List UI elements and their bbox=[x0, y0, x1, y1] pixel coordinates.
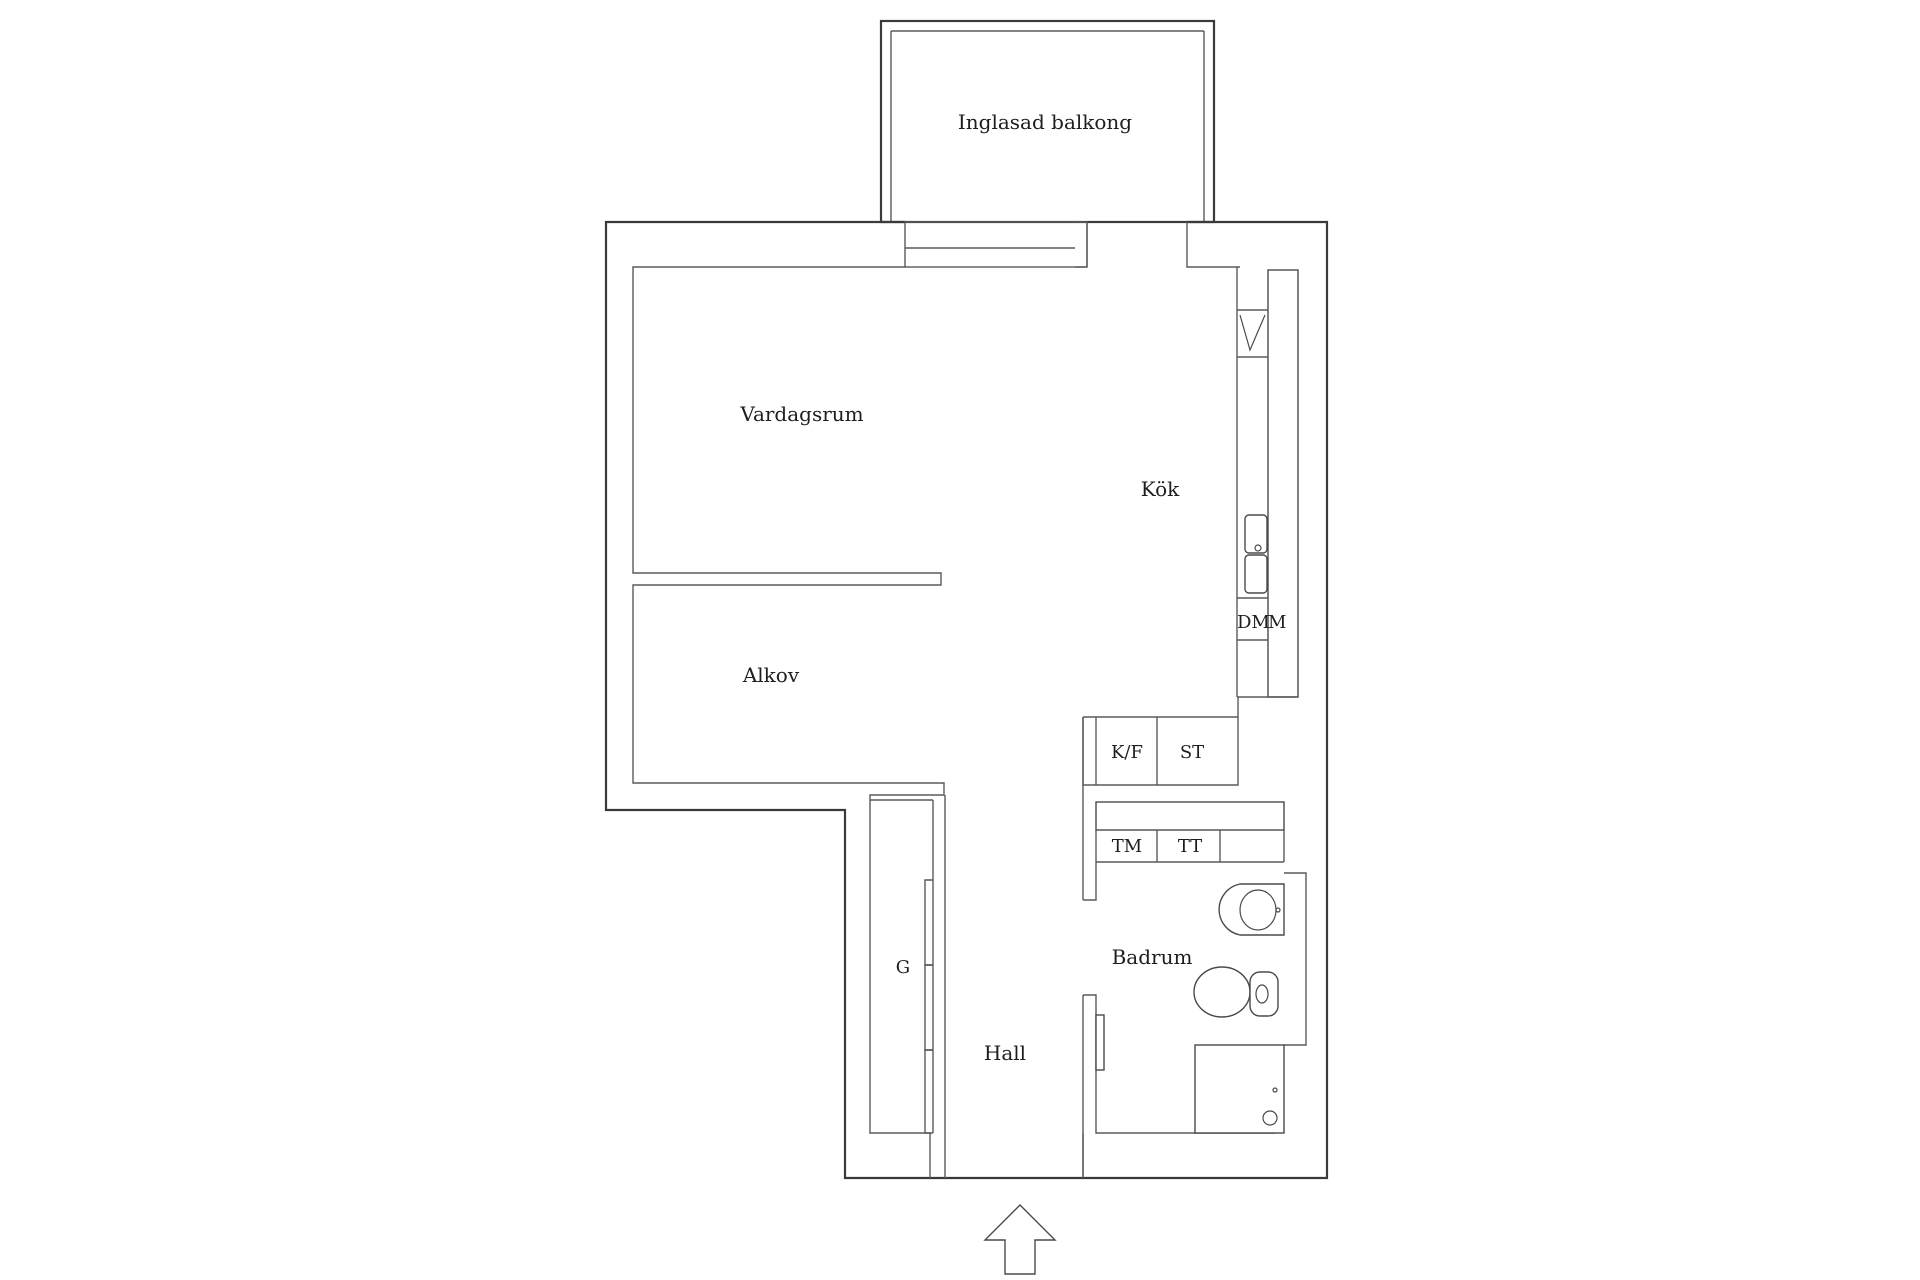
laundry-counter bbox=[1095, 801, 1285, 831]
room-label-hall: Hall bbox=[984, 1041, 1026, 1065]
washbasin-icon bbox=[1218, 883, 1285, 936]
room-label-balcony: Inglasad balkong bbox=[958, 110, 1132, 134]
shower-drain-icon bbox=[1262, 1110, 1278, 1126]
fridge-storage-block bbox=[1082, 716, 1239, 786]
bathroom-door-frame bbox=[1095, 1014, 1105, 1071]
shower-icon bbox=[1194, 1044, 1285, 1134]
appliance-label-washing-machine: TM bbox=[1112, 836, 1142, 857]
room-label-bathroom: Badrum bbox=[1112, 945, 1193, 969]
wardrobe-door-3 bbox=[924, 1049, 933, 1134]
washbasin-tap bbox=[1275, 907, 1281, 913]
inner-walls bbox=[632, 222, 1307, 1178]
stove-icon bbox=[1239, 314, 1266, 352]
sink-basin-2 bbox=[1244, 554, 1268, 594]
outer-walls bbox=[604, 220, 1329, 1180]
balcony-door-opening bbox=[904, 221, 1088, 268]
appliance-label-wardrobe: G bbox=[896, 957, 910, 978]
shower-head-icon bbox=[1272, 1087, 1278, 1093]
sink-basin-1 bbox=[1244, 514, 1268, 554]
wardrobe-door-2 bbox=[924, 964, 933, 1051]
appliance-label-storage: ST bbox=[1180, 742, 1204, 763]
bathroom-wall-recess bbox=[1284, 872, 1307, 1046]
room-label-living-room: Vardagsrum bbox=[739, 402, 863, 426]
bathroom-wall-segment bbox=[1083, 862, 1097, 901]
entrance-arrow-icon bbox=[983, 1204, 1057, 1275]
room-label-alcove: Alkov bbox=[742, 663, 800, 687]
living-alcove-inner-wall bbox=[632, 266, 945, 1178]
appliance-label-dishwasher: DM bbox=[1237, 612, 1270, 633]
appliance-label-tumble-dryer: TT bbox=[1178, 836, 1202, 857]
toilet-tank-icon bbox=[1249, 971, 1279, 1017]
faucet-icon bbox=[1254, 544, 1262, 552]
outer-wall-outline bbox=[604, 220, 1329, 1180]
room-label-kitchen: Kök bbox=[1141, 477, 1180, 501]
appliance-label-microwave: M bbox=[1268, 612, 1286, 633]
wardrobe-door-1 bbox=[924, 879, 933, 966]
bathroom-fixtures bbox=[1193, 883, 1285, 1134]
wall-segment-kitchen-top bbox=[1186, 222, 1240, 268]
appliance-label-fridge-freezer: K/F bbox=[1111, 742, 1143, 763]
toilet-seat bbox=[1255, 984, 1269, 1004]
toilet-bowl-icon bbox=[1193, 966, 1251, 1018]
